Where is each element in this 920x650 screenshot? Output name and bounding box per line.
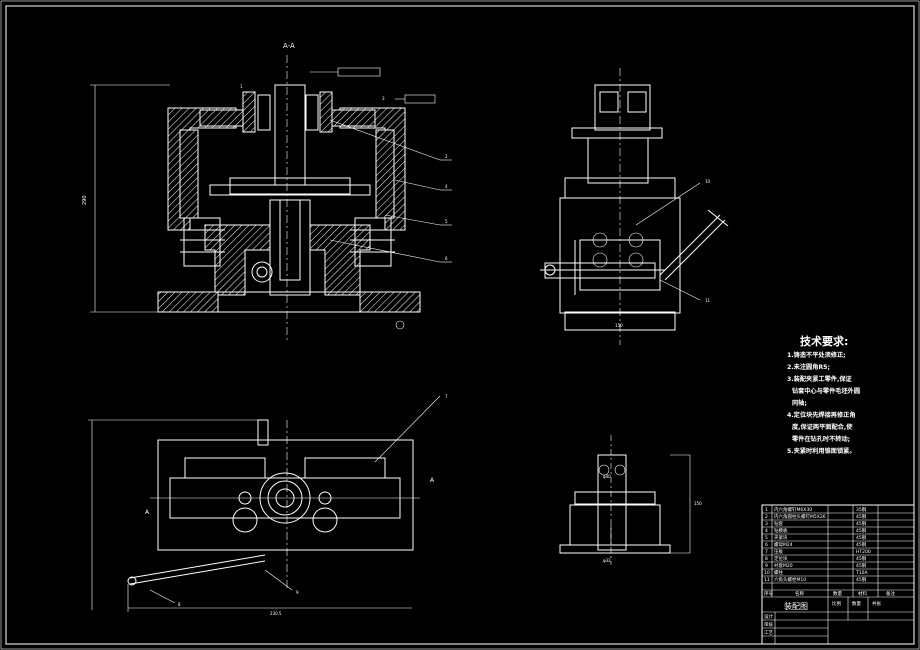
- view-mark-left: A: [145, 509, 150, 516]
- balloon-6: 6: [445, 256, 448, 261]
- bom-header-no: 序号: [764, 590, 773, 597]
- bom-mat-11: 45钢: [856, 576, 867, 583]
- dim-height: 290: [82, 195, 88, 205]
- bom-name-8: 定位块: [774, 555, 788, 562]
- tech-req-3: 3.装配夹紧工零件,保证: [787, 375, 853, 383]
- bom-name-7: 压板: [774, 548, 783, 555]
- bom-mat-7: HT200: [856, 549, 871, 555]
- bom-name-3: 钻套: [774, 520, 783, 527]
- balloon-11: 11: [705, 298, 711, 303]
- tech-req-1: 1.铸造不平处须修正;: [787, 351, 846, 359]
- title-block: 1 内六角螺钉M6X30 35钢 2 内六角圆柱头螺钉M5X26 45钢 3 钻…: [761, 504, 915, 645]
- tech-req-5: 同轴;: [792, 399, 807, 407]
- bom-no-4: 4: [765, 528, 768, 534]
- bom-header-note: 备注: [886, 590, 895, 597]
- tech-req-8: 零件在钻孔时不转动;: [791, 435, 850, 443]
- bom-name-5: 夹紧块: [774, 534, 788, 541]
- bom-no-2: 2: [765, 514, 768, 520]
- bom-name-1: 内六角螺钉M6X30: [774, 506, 812, 513]
- balloon-7: 7: [445, 394, 448, 399]
- bom-no-11: 11: [764, 577, 770, 583]
- bom-header-mat: 材料: [858, 590, 867, 597]
- tech-req-4: 钻套中心与零件毛坯外圆: [792, 387, 860, 395]
- bom-name-9: 衬套M20: [774, 562, 793, 569]
- dim-detail-top: φ40: [603, 474, 611, 479]
- bom-no-6: 6: [765, 542, 768, 548]
- balloon-3: 3: [382, 96, 385, 101]
- drawing-inner-frame: [5, 5, 915, 645]
- dim-detail-bottom: φ32: [603, 558, 611, 563]
- balloon-10: 10: [705, 179, 711, 184]
- tb-label-process: 工艺: [764, 630, 773, 636]
- dim-detail-height: 150: [694, 501, 702, 506]
- bom-no-5: 5: [765, 535, 768, 541]
- dim-width-side: 150: [615, 323, 623, 328]
- bom-header-name: 名称: [795, 590, 804, 597]
- dim-length: 230.5: [270, 611, 282, 616]
- tb-label-sheets: 共张: [872, 600, 881, 607]
- bom-name-6: 螺母M24: [774, 541, 793, 548]
- balloon-2: 2: [445, 154, 448, 159]
- bom-mat-2: 45钢: [856, 513, 867, 520]
- bom-no-3: 3: [765, 521, 768, 527]
- section-view-a-a: A-A: [82, 42, 452, 340]
- tb-label-review: 审核: [764, 621, 773, 628]
- bom-name-10: 螺柱: [774, 569, 783, 576]
- bom-header-qty: 数量: [833, 590, 842, 597]
- section-label: A-A: [283, 42, 295, 50]
- bom-name-2: 内六角圆柱头螺钉M5X26: [774, 513, 826, 520]
- bom-mat-8: 45钢: [856, 555, 867, 562]
- bom-name-11: 六角头螺栓M10: [774, 576, 806, 583]
- tech-requirements: 技术要求: 1.铸造不平处须修正; 2.未注圆角R5; 3.装配夹紧工零件,保证…: [787, 334, 860, 455]
- tb-label-scale: 比例: [832, 600, 841, 607]
- bom-mat-9: 45钢: [856, 562, 867, 569]
- side-view: 10 11 150: [540, 68, 729, 345]
- view-mark-right: A: [430, 477, 435, 484]
- bom-no-8: 8: [765, 556, 768, 562]
- balloon-9: 9: [296, 590, 299, 595]
- tech-requirements-title: 技术要求:: [800, 334, 848, 348]
- balloon-4: 4: [445, 184, 448, 189]
- bom-mat-6: 45钢: [856, 541, 867, 548]
- bom-name-4: 钻模板: [774, 527, 788, 534]
- tech-req-2: 2.未注圆角R5;: [787, 363, 830, 371]
- bom-no-1: 1: [765, 507, 768, 513]
- balloon-5: 5: [445, 219, 448, 224]
- balloon-8: 8: [178, 602, 181, 607]
- bom-no-10: 10: [764, 570, 770, 576]
- bom-no-7: 7: [765, 549, 768, 555]
- detail-view: 150 φ40 φ32: [559, 435, 702, 565]
- bom-mat-3: 45钢: [856, 520, 867, 527]
- plan-view: 230.5 7 8 9 A A: [88, 394, 448, 616]
- tech-req-6: 4.定位块先焊接再修正角: [787, 411, 856, 419]
- drawing-name: 装配图: [784, 601, 808, 611]
- bom-no-9: 9: [765, 563, 768, 569]
- tb-label-qty: 数量: [852, 600, 861, 607]
- bom-mat-5: 45钢: [856, 534, 867, 541]
- bom-mat-1: 35钢: [856, 506, 867, 513]
- tech-req-7: 度,保证两平面配合,使: [792, 423, 853, 431]
- bom-mat-4: 45钢: [856, 527, 867, 534]
- tech-req-9: 5.夹紧时利用锥面锁紧。: [787, 447, 856, 455]
- tb-label-design: 设计: [764, 613, 773, 620]
- balloon-1: 1: [240, 84, 243, 89]
- bom-mat-10: T10A: [855, 570, 868, 576]
- bom-table: 1 内六角螺钉M6X30 35钢 2 内六角圆柱头螺钉M5X26 45钢 3 钻…: [762, 505, 914, 598]
